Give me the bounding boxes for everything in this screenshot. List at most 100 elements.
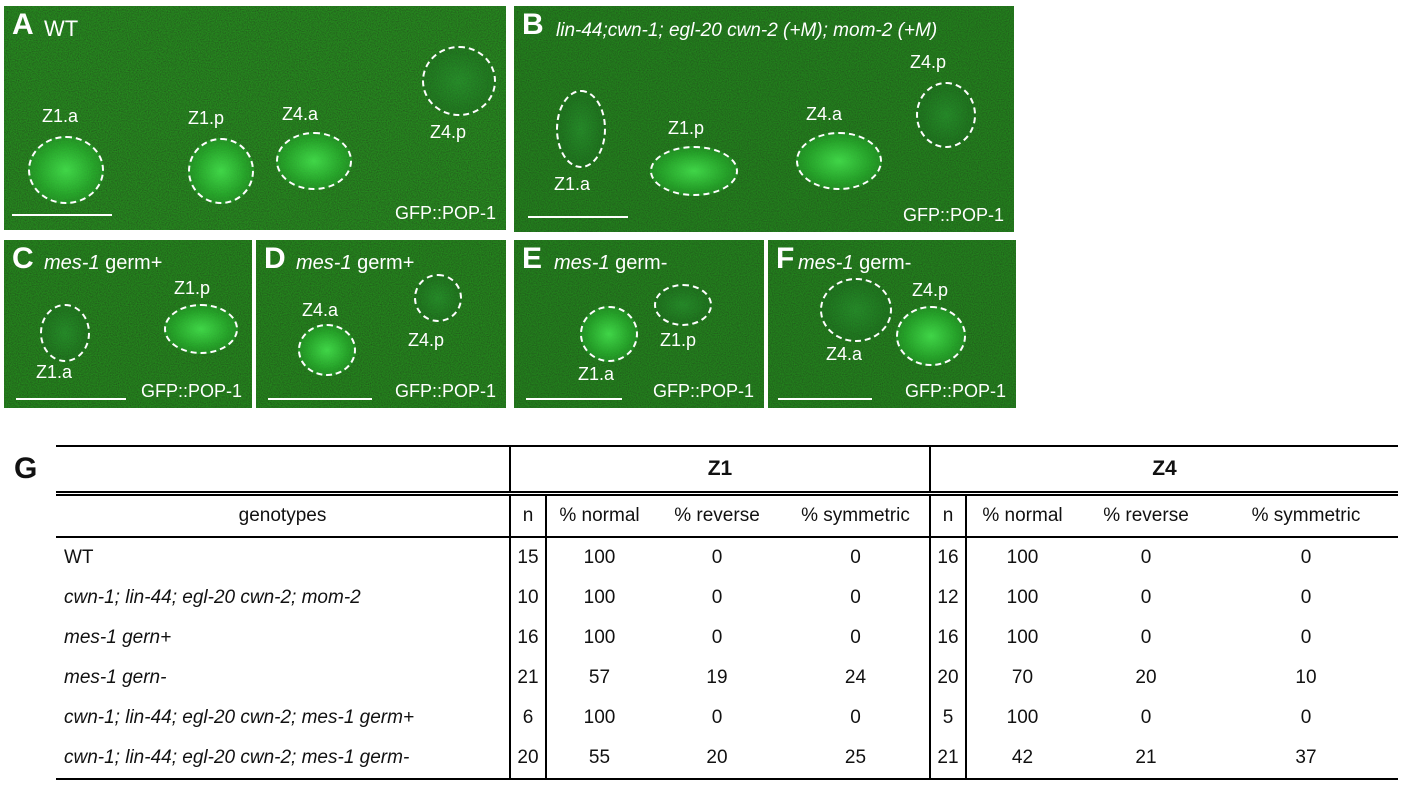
- z1-reverse-cell: 19: [706, 667, 728, 688]
- z4-normal-cell: 100: [1006, 627, 1039, 648]
- z4-symmetric-cell: 10: [1295, 667, 1317, 688]
- stain-label: GFP::POP-1: [652, 381, 754, 401]
- gene-name: mes-1: [296, 252, 352, 274]
- nucleus-z1a: [580, 306, 638, 362]
- genotype-cell: cwn-1; lin-44; egl-20 cwn-2; mom-2: [56, 578, 511, 618]
- scale-bar: [526, 398, 622, 400]
- nucleus-z1a: [28, 136, 104, 204]
- scale-bar: [16, 398, 126, 400]
- z4-normal-cell: 42: [966, 738, 1078, 780]
- panel-title: lin-44;cwn-1; egl-20 cwn-2 (+M); mom-2 (…: [556, 20, 938, 41]
- col-header-symmetric: % symmetric: [1214, 493, 1398, 538]
- scale-bar: [12, 214, 112, 216]
- nucleus-z4p: [414, 274, 462, 322]
- z1-reverse-cell: 0: [711, 707, 723, 728]
- z4-normal-cell: 70: [1011, 667, 1034, 688]
- z1-symmetric-cell: 0: [782, 537, 931, 578]
- genotype-cell: cwn-1; lin-44; egl-20 cwn-2; mes-1 germ+: [56, 698, 511, 738]
- panel-title: mes-1 germ-: [554, 250, 667, 276]
- micrograph-background: [256, 240, 506, 408]
- group-header-z1: Z1: [510, 445, 931, 496]
- z4-reverse-cell: 0: [1140, 627, 1152, 648]
- panel-letter: F: [776, 242, 795, 275]
- col-header-normal: % normal: [546, 493, 652, 538]
- z4-symmetric-cell: 0: [1300, 547, 1312, 568]
- z1-symmetric-cell: 0: [782, 698, 931, 738]
- gene-name: mes-1: [554, 252, 610, 274]
- col-header-symmetric: % symmetric: [782, 493, 931, 538]
- nucleus-label: Z1.a: [578, 364, 615, 384]
- panel-letter: A: [12, 8, 34, 41]
- panel-b: B lin-44;cwn-1; egl-20 cwn-2 (+M); mom-2…: [514, 6, 1014, 232]
- genotype-cell: mes-1 gern-: [56, 658, 511, 698]
- z1-n-cell: 21: [510, 658, 547, 698]
- z4-n-cell: 21: [930, 738, 967, 780]
- nucleus-z4p: [916, 82, 976, 148]
- germline-status: germ-: [609, 252, 668, 274]
- nucleus-label: Z1.p: [660, 330, 697, 350]
- z1-symmetric-cell: 0: [782, 618, 931, 658]
- nucleus-label: Z4.p: [430, 122, 467, 142]
- nucleus-label: Z1.p: [174, 278, 211, 298]
- nucleus-z1a: [556, 90, 606, 168]
- scale-bar: [528, 216, 628, 218]
- z1-reverse-cell: 0: [711, 627, 723, 648]
- col-header-reverse: % reverse: [652, 493, 782, 538]
- nucleus-label: Z1.a: [42, 106, 79, 126]
- genotype-cell: WT: [56, 537, 511, 578]
- z1-normal-cell: 100: [583, 707, 616, 728]
- col-header-reverse: % reverse: [1078, 493, 1214, 538]
- panel-letter: E: [522, 242, 543, 275]
- z1-n-cell: 10: [510, 578, 547, 618]
- panel-c: C mes-1 germ+ Z1.a Z1.p GFP::POP-1: [4, 240, 252, 408]
- nucleus-z4p: [422, 46, 496, 116]
- z1-normal-cell: 55: [546, 738, 652, 780]
- z1-symmetric-cell: 25: [782, 738, 931, 780]
- panel-letter: C: [12, 242, 34, 275]
- nucleus-z4a: [796, 132, 882, 190]
- genotypes-header: genotypes: [56, 493, 511, 538]
- micrograph-background: [514, 240, 764, 408]
- group-header-row: Z1 Z4: [56, 445, 1398, 496]
- z1-reverse-cell: 0: [711, 587, 723, 608]
- nucleus-z4a: [298, 324, 356, 376]
- z4-reverse-cell: 0: [1140, 547, 1152, 568]
- gene-name: mes-1: [44, 252, 100, 274]
- z1-n-cell: 16: [510, 618, 547, 658]
- panel-f: F mes-1 germ- Z4.a Z4.p GFP::POP-1: [768, 240, 1016, 408]
- z1-symmetric-cell: 24: [782, 658, 931, 698]
- nucleus-z1p: [650, 146, 738, 196]
- panel-d: D mes-1 germ+ Z4.a Z4.p GFP::POP-1: [256, 240, 506, 408]
- nucleus-label: Z4.p: [910, 52, 947, 72]
- z1-n-cell: 15: [510, 537, 547, 578]
- nucleus-z1p: [188, 138, 254, 204]
- z1-reverse-cell: 0: [711, 547, 723, 568]
- z4-symmetric-cell: 37: [1214, 738, 1398, 780]
- z4-n-cell: 12: [930, 578, 967, 618]
- z1-n-cell: 6: [510, 698, 547, 738]
- nucleus-label: Z1.a: [554, 174, 591, 194]
- nucleus-label: Z1.p: [188, 108, 225, 128]
- z4-n-cell: 16: [930, 618, 967, 658]
- germline-status: germ+: [351, 252, 415, 274]
- z4-symmetric-cell: 0: [1300, 587, 1312, 608]
- column-header-row: genotypes n % normal % reverse % symmetr…: [56, 493, 1398, 538]
- panel-letter: D: [264, 242, 286, 275]
- panel-title: mes-1 germ+: [296, 250, 414, 276]
- stain-label: GFP::POP-1: [140, 381, 242, 401]
- nucleus-label: Z1.p: [668, 118, 705, 138]
- micrograph-background: [768, 240, 1016, 408]
- results-table: Z1 Z4 genotypes n % normal % reverse % s…: [56, 445, 1398, 780]
- z1-normal-cell: 100: [583, 627, 616, 648]
- panel-e: E mes-1 germ- Z1.a Z1.p GFP::POP-1: [514, 240, 764, 408]
- z4-normal-cell: 100: [1006, 707, 1039, 728]
- nucleus-label: Z4.p: [408, 330, 445, 350]
- z4-symmetric-cell: 0: [1300, 707, 1312, 728]
- col-header-normal: % normal: [966, 493, 1078, 538]
- z4-symmetric-cell: 0: [1300, 627, 1312, 648]
- stain-label: GFP::POP-1: [394, 381, 496, 401]
- stain-label: GFP::POP-1: [394, 203, 496, 223]
- table-row: cwn-1; lin-44; egl-20 cwn-2; mes-1 germ-…: [56, 738, 1398, 780]
- panel-title: WT: [44, 16, 79, 41]
